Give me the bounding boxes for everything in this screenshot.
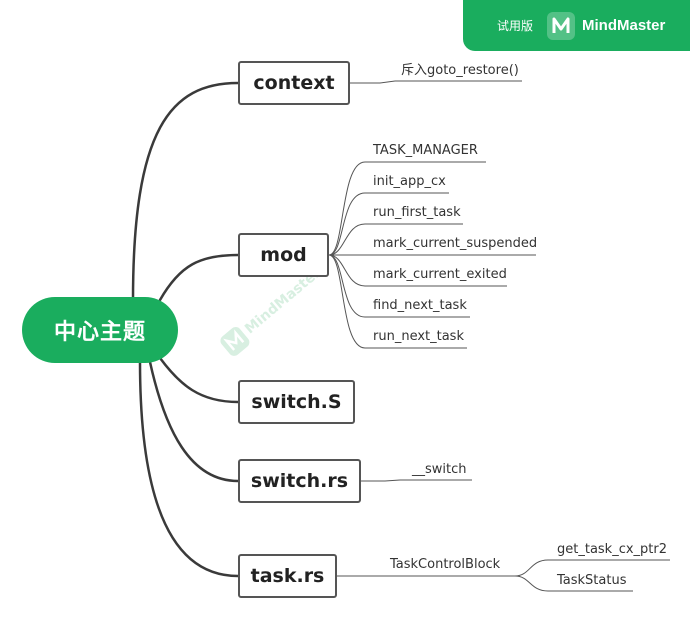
subtopic-task-manager[interactable]: TASK_MANAGER	[373, 143, 478, 158]
watermark: MindMaster	[218, 262, 327, 359]
subtopic-run-next-task[interactable]: run_next_task	[373, 329, 464, 344]
subtopic-switch-fn[interactable]: __switch	[412, 462, 467, 477]
subtopic-run-first-task[interactable]: run_first_task	[373, 205, 461, 220]
central-topic[interactable]: 中心主题	[22, 297, 178, 363]
subtopic-goto-restore[interactable]: 斥入goto_restore()	[401, 63, 519, 78]
topic-mod[interactable]: mod	[238, 233, 329, 277]
subtopic-mark-current-suspended[interactable]: mark_current_suspended	[373, 236, 538, 251]
trial-badge: 试用版 MindMaster	[463, 0, 690, 51]
topic-switch-rs[interactable]: switch.rs	[238, 459, 361, 503]
subtopic-get-task-cx-ptr2[interactable]: get_task_cx_ptr2	[557, 542, 668, 557]
topic-switch-s[interactable]: switch.S	[238, 380, 355, 424]
subtopic-find-next-task[interactable]: find_next_task	[373, 298, 467, 313]
watermark-logo-icon	[220, 327, 250, 356]
trial-label: 试用版	[497, 19, 534, 33]
mindmaster-logo-icon	[547, 11, 576, 40]
topic-context[interactable]: context	[238, 61, 350, 105]
brand-name: MindMaster	[582, 17, 666, 34]
subtopic-task-status[interactable]: TaskStatus	[557, 573, 627, 588]
subtopic-task-control-block[interactable]: TaskControlBlock	[390, 557, 501, 572]
topic-task-rs[interactable]: task.rs	[238, 554, 337, 598]
subtopic-init-app-cx[interactable]: init_app_cx	[373, 174, 446, 189]
subtopic-mark-current-exited[interactable]: mark_current_exited	[373, 267, 507, 282]
